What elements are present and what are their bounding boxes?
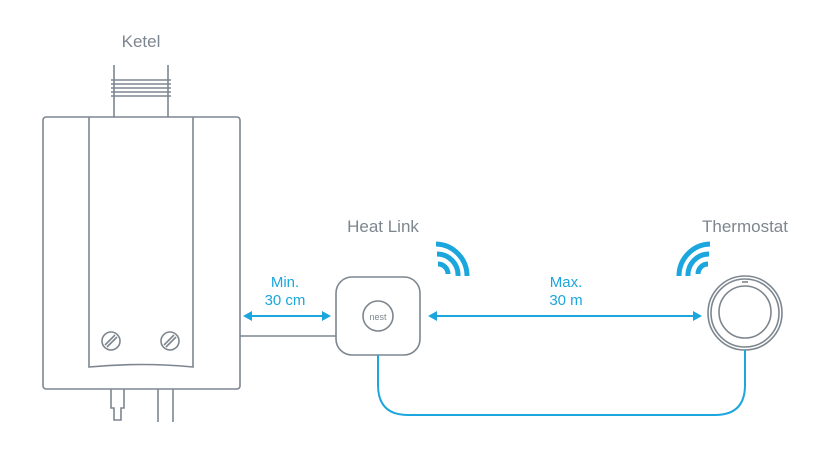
min-distance-arrow bbox=[243, 311, 331, 321]
boiler-bottom-fitting bbox=[110, 389, 125, 421]
max-distance-line2: 30 m bbox=[549, 292, 583, 309]
heat-link-device: nest bbox=[335, 276, 421, 356]
boiler bbox=[42, 65, 336, 422]
heat-link-label: Heat Link bbox=[347, 217, 419, 236]
nest-logo bbox=[362, 300, 394, 332]
wifi-icon bbox=[435, 241, 470, 277]
min-distance-line1: Min. bbox=[270, 274, 300, 291]
nest-logo-text: nest bbox=[369, 312, 387, 322]
max-distance-line1: Max. bbox=[549, 274, 583, 291]
thermostat-device bbox=[707, 275, 783, 351]
min-distance-line2: 30 cm bbox=[264, 292, 306, 309]
wire-heatlink-to-thermostat bbox=[377, 350, 746, 416]
max-distance-label: Max. 30 m bbox=[549, 274, 582, 310]
boiler-flue-pipe bbox=[111, 65, 171, 117]
min-distance-label: Min. 30 cm bbox=[265, 274, 306, 310]
max-distance-arrow bbox=[428, 311, 702, 321]
thermostat-label: Thermostat bbox=[702, 217, 788, 236]
boiler-front-panel bbox=[88, 117, 194, 368]
screw-icon bbox=[160, 331, 180, 351]
boiler-body bbox=[42, 116, 241, 390]
wifi-icon bbox=[676, 241, 711, 277]
screw-icon bbox=[101, 331, 121, 351]
boiler-label: Ketel bbox=[121, 32, 161, 51]
